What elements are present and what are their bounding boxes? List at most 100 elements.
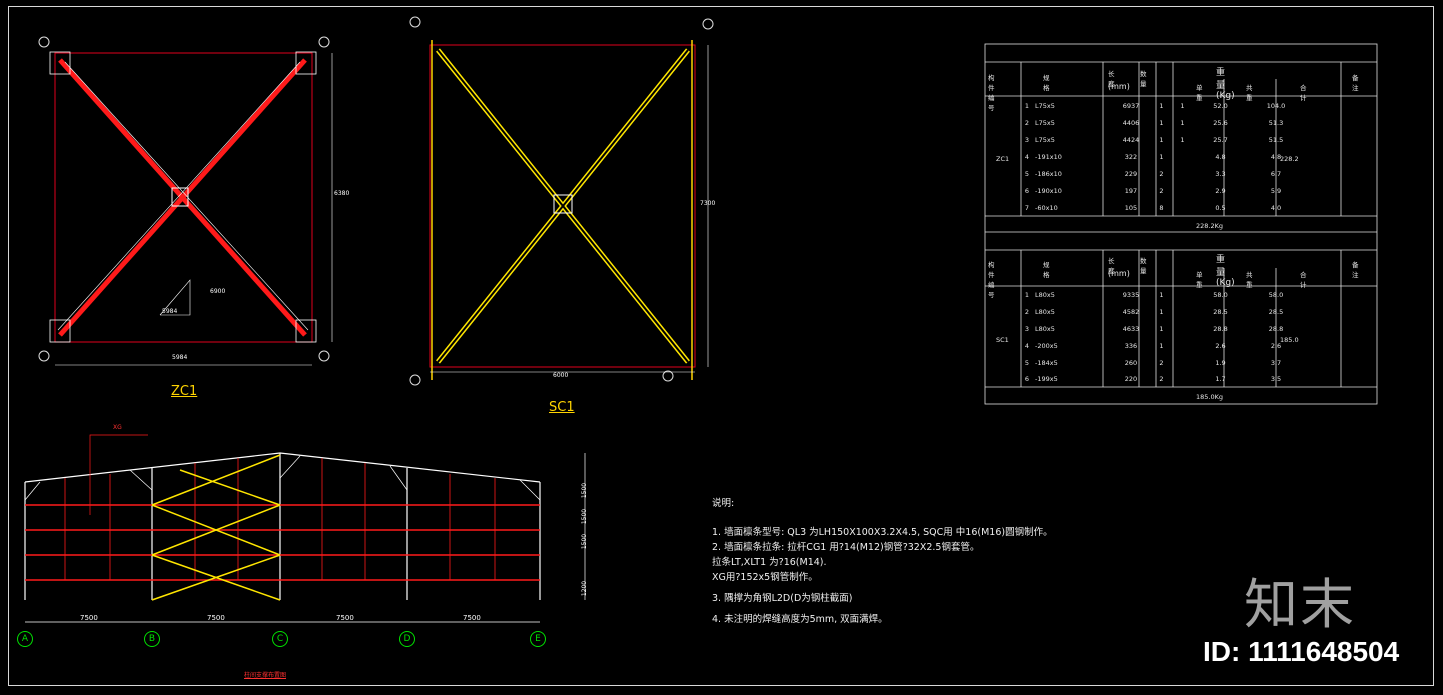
col-sum: 合计 [1300,271,1307,289]
table-cell: 58.0 [1268,291,1284,300]
table-cell: 1 [1159,308,1164,317]
elevation-title: 柱间支撑布置图 [244,672,287,679]
zc1-slope-b: 5984 [162,308,178,315]
table-cell: 229 [1124,169,1138,178]
table-cell: 197 [1124,186,1138,195]
notes-heading: 说明: [712,498,735,509]
col-note: 备 注 [1352,74,1359,92]
table-cell: 260 [1124,358,1138,367]
table-cell: 8 [1159,203,1164,212]
col-unit-wt: 单重 [1196,84,1203,102]
table-cell: 0.5 [1215,203,1226,212]
table-cell: 2.9 [1215,186,1226,195]
table-cell [1172,354,1193,371]
table-cell: 1.9 [1215,358,1226,367]
table-cell: -184x5 [1035,358,1058,367]
sc1-caption: SC1 [549,400,575,415]
table-cell: 4406 [1122,118,1140,127]
table-cell [1172,165,1193,182]
table-cell: 6 [1024,375,1030,384]
table-cell: 5.9 [1270,186,1282,195]
span-dim: 7500 [336,614,354,622]
table-cell: 1 [1159,341,1164,350]
table-cell [1172,182,1193,199]
table-cell [1172,337,1193,354]
table-cell: 4.8 [1270,152,1282,161]
table-cell: 105 [1124,203,1138,212]
col-id: 构件编号 [988,261,995,299]
unit-mm: (mm) [1108,269,1130,278]
table-cell: -191x10 [1035,152,1062,161]
level-dim: 1500 [581,482,589,499]
table-1-total: 228.2 [1280,155,1299,163]
table-1-group: ZC1 [996,155,1010,163]
table-cell: 3.3 [1215,169,1226,178]
table-cell: 2.6 [1270,341,1282,350]
table-cell [1172,371,1193,388]
table-cell: 28.5 [1213,308,1228,317]
table-cell: L80x5 [1035,324,1055,333]
zc1-height-dim: 6380 [334,190,350,197]
watermark-id: ID: 1111648504 [1203,636,1400,667]
table-cell: 3.5 [1270,375,1282,384]
table-cell [1172,304,1193,321]
note-line: 1. 墙面檩条型号: QL3 为LH150X100X3.2X4.5, SQC用 … [712,527,1053,538]
table-cell [1172,321,1193,338]
col-total-wt: 共重 [1246,271,1253,289]
table-cell: 5 [1024,169,1030,178]
table-cell: 336 [1124,341,1138,350]
table-cell: 1 [1159,135,1164,144]
table-cell: 25.6 [1213,118,1228,127]
table-cell: -199x5 [1035,375,1058,384]
note-line: XG用?152x5钢管制作。 [712,572,818,583]
col-weight: 重 量 (Kg) [1216,68,1235,101]
col-qty: 数 量 [1140,257,1147,275]
col-spec: 规 格 [1043,261,1050,279]
table-cell: 3 [1024,324,1030,333]
table-cell: 2.6 [1215,341,1226,350]
table-2-footer: 185.0Kg [1196,393,1223,401]
table-cell: 4633 [1122,324,1140,333]
note-line: 2. 墙面檩条拉条: 拉杆CG1 用?14(M12)钢管?32X2.5钢套管。 [712,542,980,553]
table-cell: 220 [1124,375,1138,384]
table-cell: 4 [1024,152,1030,161]
axis-d: D [399,631,415,647]
drawing-frame [8,6,1434,686]
table-cell: 1 [1159,101,1164,110]
table-cell [1172,287,1193,304]
elevation-view [24,434,586,623]
span-dim: 7500 [80,614,98,622]
table-cell: 2 [1024,308,1030,317]
table-cell: -190x10 [1035,186,1062,195]
axis-e: E [530,631,546,647]
table-cell: L80x5 [1035,308,1055,317]
table-cell: 9335 [1122,291,1140,300]
table-cell: 1 [1180,118,1185,127]
table-cell: -60x10 [1035,203,1058,212]
col-spec: 规 格 [1043,74,1050,92]
table-cell: -186x10 [1035,169,1062,178]
table-cell: 6937 [1122,101,1140,110]
level-dim: 1200 [581,580,589,597]
design-notes: 说明: 1. 墙面檩条型号: QL3 为LH150X100X3.2X4.5, S… [712,496,1053,627]
table-cell: -200x5 [1035,341,1058,350]
span-dim: 7500 [207,614,225,622]
level-dim: 1500 [581,508,589,525]
table-cell: 1 [1159,324,1164,333]
watermark-logo: 知末 [1244,573,1356,636]
material-tables [984,43,1378,405]
note-line: 拉条LT,XLT1 为?16(M14). [712,557,827,568]
xg-label: XG [113,424,122,431]
table-cell: 4 [1024,341,1030,350]
zc1-caption: ZC1 [171,384,198,399]
col-qty: 数 量 [1140,70,1147,88]
table-cell: 28.8 [1213,324,1228,333]
col-note: 备 注 [1352,261,1359,279]
table-row: 4 -200x5 336 1 2.6 2.6 [1021,337,1304,354]
zc1-slope-a: 6900 [210,288,226,295]
